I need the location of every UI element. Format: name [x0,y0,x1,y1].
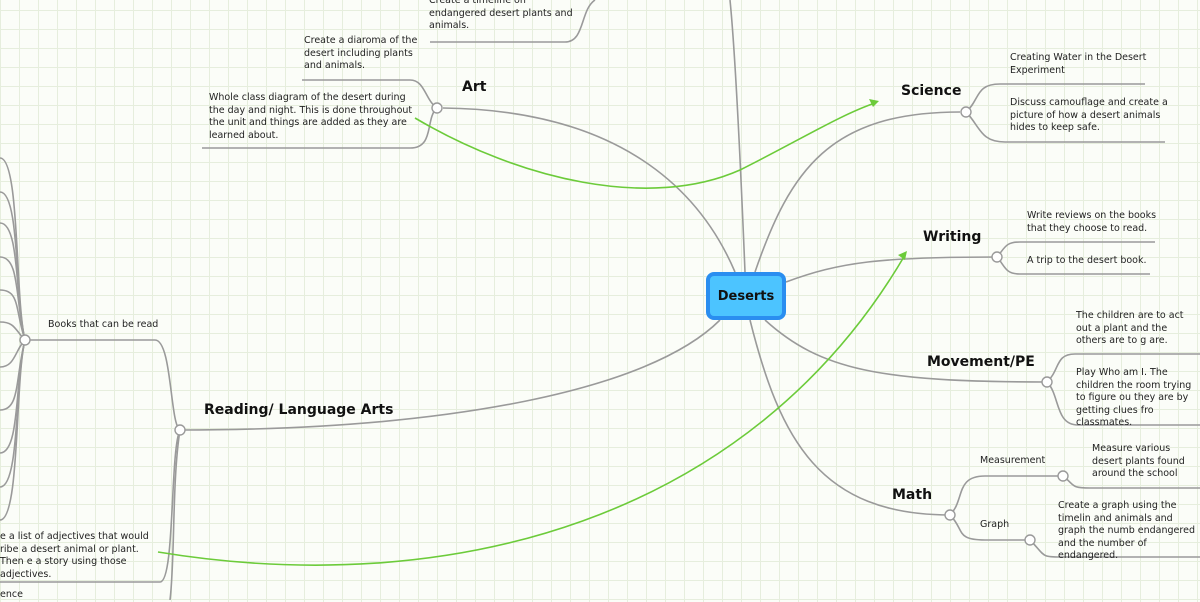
math-subtopic-measurement[interactable]: Measurement [980,455,1046,466]
arrowhead-icon [869,99,879,107]
topic-reading-language-arts[interactable]: Reading/ Language Arts [204,402,394,418]
reading-subtopic-books[interactable]: Books that can be read [48,319,159,330]
writing-item[interactable]: A trip to the desert book. [1027,255,1147,266]
graph-collapse-node[interactable] [1024,534,1036,546]
reading-item[interactable]: e a list of adjectives that would ribe a… [0,531,149,580]
relationship-lines [157,102,906,566]
topic-science[interactable]: Science [901,83,962,99]
movement-item[interactable]: The children are to act out a plant and … [1076,310,1184,346]
measurement-collapse-node[interactable] [1057,470,1069,482]
art-item[interactable]: Whole class diagram of the desert during… [209,92,413,141]
topic-movement-pe[interactable]: Movement/PE [927,354,1035,370]
relationship-art-science [414,102,876,189]
arrowhead-icon [898,251,907,260]
movement-collapse-node[interactable] [1041,376,1053,388]
reading-item[interactable]: ence [0,589,23,600]
reading-collapse-node[interactable] [174,424,186,436]
math-collapse-node[interactable] [944,509,956,521]
books-collapse-node[interactable] [19,334,31,346]
topic-math[interactable]: Math [892,487,933,503]
movement-item[interactable]: Play Who am I. The children the room try… [1076,367,1192,428]
art-item[interactable]: Create a diaroma of the desert including… [304,35,418,71]
science-item[interactable]: Creating Water in the Desert Experiment [1010,52,1147,76]
central-topic[interactable]: Deserts [706,272,786,320]
science-collapse-node[interactable] [960,106,972,118]
graph-item[interactable]: Create a graph using the timelin and ani… [1058,500,1195,561]
measurement-item[interactable]: Measure various desert plants found arou… [1092,443,1185,479]
writing-collapse-node[interactable] [991,251,1003,263]
topic-writing[interactable]: Writing [923,229,982,245]
topic-art[interactable]: Art [462,79,487,95]
central-topic-label: Deserts [717,288,775,304]
math-subtopic-graph[interactable]: Graph [980,519,1010,530]
top-item[interactable]: Create a timeline on endangered desert p… [429,0,573,31]
writing-item[interactable]: Write reviews on the books that they cho… [1027,210,1157,234]
art-collapse-node[interactable] [431,102,443,114]
relationship-reading-writing [157,254,906,566]
science-item[interactable]: Discuss camouflage and create a picture … [1010,97,1168,133]
